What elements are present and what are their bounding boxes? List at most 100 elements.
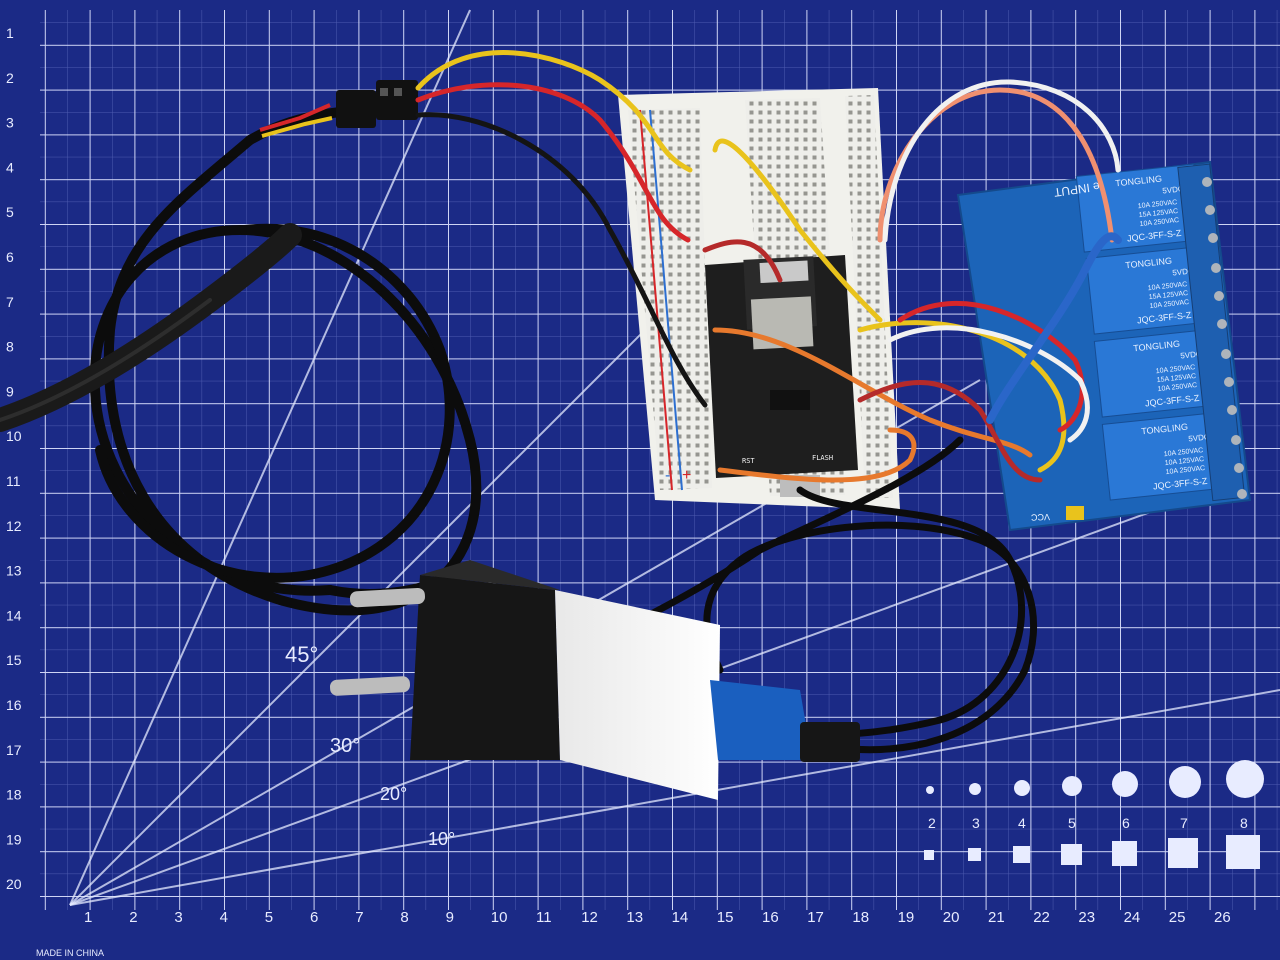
- relay-rating: 10A 250VAC: [1163, 447, 1203, 458]
- circle-size-label: 4: [1018, 815, 1026, 831]
- bottom-ruler-number: 5: [265, 909, 273, 926]
- circle-size-label: 3: [972, 815, 980, 831]
- jumper-wires: [415, 50, 1122, 483]
- circle-size-labels: 2 3 4 5 6 7 8: [928, 815, 1248, 831]
- sensor-connector: [259, 80, 418, 138]
- left-ruler-number: 2: [6, 70, 14, 86]
- rst-label: RST: [742, 457, 755, 465]
- angle-label-45: 45°: [285, 642, 318, 667]
- vcc-label: VCC: [1030, 512, 1050, 523]
- relay-rating: 10A 250VAC: [1155, 364, 1195, 375]
- flash-label: FLASH: [812, 454, 833, 462]
- left-ruler-number: 15: [6, 652, 22, 668]
- left-ruler-number: 19: [6, 831, 22, 847]
- relay-voltage: 5VDC: [1180, 349, 1202, 360]
- left-ruler-number: 6: [6, 249, 14, 265]
- left-ruler-number: 10: [6, 428, 22, 444]
- rail-plus-label: +: [682, 467, 691, 484]
- relay-voltage: 5VDC: [1188, 432, 1210, 443]
- left-ruler-number: 20: [6, 876, 22, 892]
- red-wire: [415, 82, 691, 243]
- relay-rating: 15A 125VAC: [1148, 290, 1188, 301]
- relay-rating: 10A 250VAC: [1147, 281, 1187, 292]
- bottom-ruler-number: 14: [672, 909, 689, 926]
- circle-size-label: 7: [1180, 815, 1188, 831]
- left-ruler-number: 12: [6, 518, 22, 534]
- circle-size-label: 2: [928, 815, 936, 831]
- bottom-ruler-number: 15: [717, 909, 734, 926]
- left-ruler-number: 11: [6, 473, 21, 489]
- relay-rating: 10A 250VAC: [1165, 465, 1205, 476]
- relay-brand: TONGLING: [1125, 256, 1173, 271]
- relay-brand: TONGLING: [1115, 174, 1163, 189]
- bottom-ruler-number: 18: [852, 909, 869, 926]
- bottom-ruler-number: 6: [310, 909, 318, 926]
- bottom-ruler-number: 23: [1078, 909, 1095, 926]
- bottom-ruler-number: 8: [400, 909, 408, 926]
- left-ruler-number: 16: [6, 697, 22, 713]
- relay-rating: 15A 125VAC: [1138, 208, 1178, 219]
- bottom-ruler-number: 1: [84, 909, 92, 926]
- bottom-ruler-number: 4: [220, 909, 228, 926]
- made-in-label: MADE IN CHINA: [36, 948, 104, 958]
- bottom-ruler-number: 2: [129, 909, 137, 926]
- nodemcu-board: RST FLASH: [705, 255, 858, 497]
- circle-size-label: 5: [1068, 815, 1076, 831]
- left-ruler-number: 3: [6, 115, 14, 131]
- left-ruler-number: 9: [6, 383, 14, 399]
- relay-rating: 10A 250VAC: [1149, 299, 1189, 310]
- circle-templates: [926, 760, 1264, 798]
- bottom-ruler-number: 9: [446, 909, 454, 926]
- bottom-ruler-number: 12: [581, 909, 598, 926]
- angle-label-10: 10°: [428, 829, 455, 849]
- relay-voltage: 5VDC: [1172, 266, 1194, 277]
- bottom-ruler-number: 22: [1033, 909, 1050, 926]
- bottom-ruler-number: 10: [491, 909, 508, 926]
- left-ruler-number: 17: [6, 742, 22, 758]
- bottom-ruler-number: 13: [626, 909, 643, 926]
- bottom-ruler-number: 24: [1124, 909, 1141, 926]
- bottom-ruler-number: 11: [536, 909, 552, 926]
- left-ruler-number: 14: [6, 607, 22, 623]
- left-ruler-number: 13: [6, 563, 22, 579]
- circle-size-label: 6: [1122, 815, 1130, 831]
- left-ruler-number: 4: [6, 159, 14, 175]
- left-ruler-number: 18: [6, 787, 22, 803]
- bottom-ruler-number: 20: [943, 909, 960, 926]
- relay-voltage: 5VDC: [1162, 184, 1184, 195]
- bottom-ruler-number: 16: [762, 909, 779, 926]
- bottom-ruler-number: 26: [1214, 909, 1231, 926]
- left-ruler-number: 1: [6, 25, 14, 41]
- rail-minus-label: -: [665, 467, 670, 484]
- relay-rating: 15A 125VAC: [1156, 373, 1196, 384]
- relay-rating: 10A 250VAC: [1157, 382, 1197, 393]
- relay-brand: TONGLING: [1141, 422, 1189, 437]
- angle-label-30: 30°: [330, 735, 360, 757]
- relay-brand: TONGLING: [1133, 339, 1181, 354]
- relay-rating: 10A 250VAC: [1137, 199, 1177, 210]
- black-wire: [415, 112, 708, 408]
- left-ruler-number: 8: [6, 339, 14, 355]
- square-templates: [924, 835, 1260, 869]
- bottom-ruler-number: 3: [174, 909, 182, 926]
- circle-size-label: 8: [1240, 815, 1248, 831]
- bottom-ruler-number: 25: [1169, 909, 1186, 926]
- relay-rating: 10A 250VAC: [1139, 217, 1179, 228]
- left-ruler-number: 7: [6, 294, 14, 310]
- bottom-ruler-number: 19: [898, 909, 915, 926]
- usb-charger: [329, 560, 860, 800]
- relay-brand-label: e INPUT: [1052, 179, 1100, 199]
- yellow-wire: [415, 50, 693, 173]
- relay-rating: 10A 125VAC: [1164, 456, 1204, 467]
- bottom-ruler-number: 7: [355, 909, 363, 926]
- left-ruler-number: 5: [6, 204, 14, 220]
- screws: [1202, 177, 1247, 499]
